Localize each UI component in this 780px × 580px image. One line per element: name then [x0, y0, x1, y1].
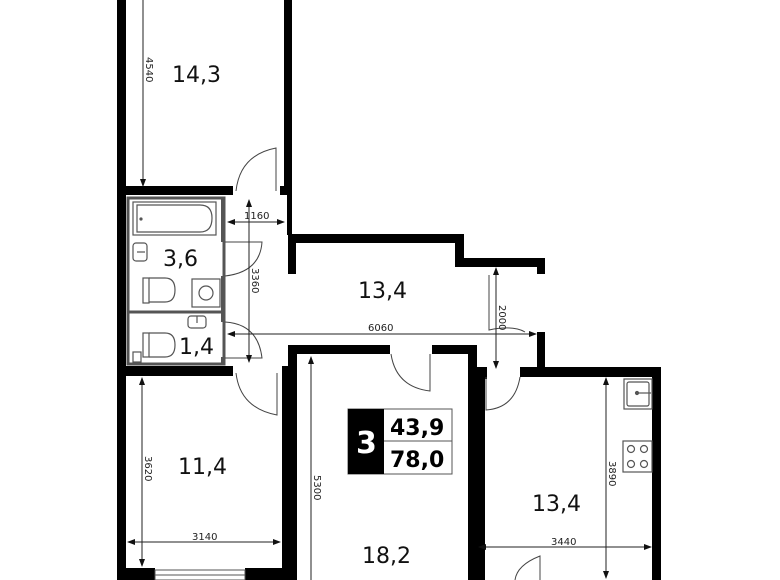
dim-hall-width: 6060: [368, 323, 393, 334]
doors: [224, 147, 541, 580]
dim-living-height: 5300: [311, 475, 322, 500]
dim-kitchen-width: 3440: [551, 537, 576, 548]
room-area-kitchen: 13,4: [532, 492, 581, 517]
room-area-bedroom-top: 14,3: [172, 63, 221, 88]
dimension-labels: 4540 1160 3360 6060 2000 3620 3140 5300 …: [142, 57, 617, 548]
toilet-icon: [142, 277, 176, 304]
dimension-lines: [127, 0, 652, 580]
rooms-count: 3: [356, 426, 377, 461]
room-labels: 14,3 3,6 1,4 13,4 11,4 18,2 13,4: [163, 63, 581, 569]
washing-machine-icon: [191, 278, 221, 308]
sink-icon: [132, 242, 148, 262]
windows: [154, 569, 246, 580]
toilet-icon: [132, 332, 176, 363]
dim-bedroom-top-height: 4540: [143, 57, 154, 82]
dim-bath-width: 1160: [244, 211, 269, 222]
kitchen-sink-icon: [623, 378, 653, 410]
sink-icon: [187, 315, 207, 329]
room-area-living-room: 18,2: [362, 544, 411, 569]
bathroom-walls-dark: [221, 198, 225, 365]
walls: [117, 0, 661, 580]
dim-bedroom-left-height: 3620: [142, 456, 153, 481]
total-area-value: 78,0: [390, 448, 444, 473]
bathtub-icon: [132, 201, 217, 236]
room-area-bedroom-left: 11,4: [178, 455, 227, 480]
stove-icon: [622, 440, 653, 473]
dim-hall-height: 2000: [496, 305, 507, 330]
room-area-bathroom: 3,6: [163, 247, 198, 272]
living-area-value: 43,9: [390, 416, 444, 441]
dim-bath-height: 3360: [249, 268, 260, 293]
area-badge: 3 43,9 78,0: [347, 408, 453, 475]
room-area-hall: 13,4: [358, 279, 407, 304]
room-area-toilet: 1,4: [179, 335, 214, 360]
dim-bedroom-left-width: 3140: [192, 532, 217, 543]
dim-kitchen-height: 3890: [606, 461, 617, 486]
